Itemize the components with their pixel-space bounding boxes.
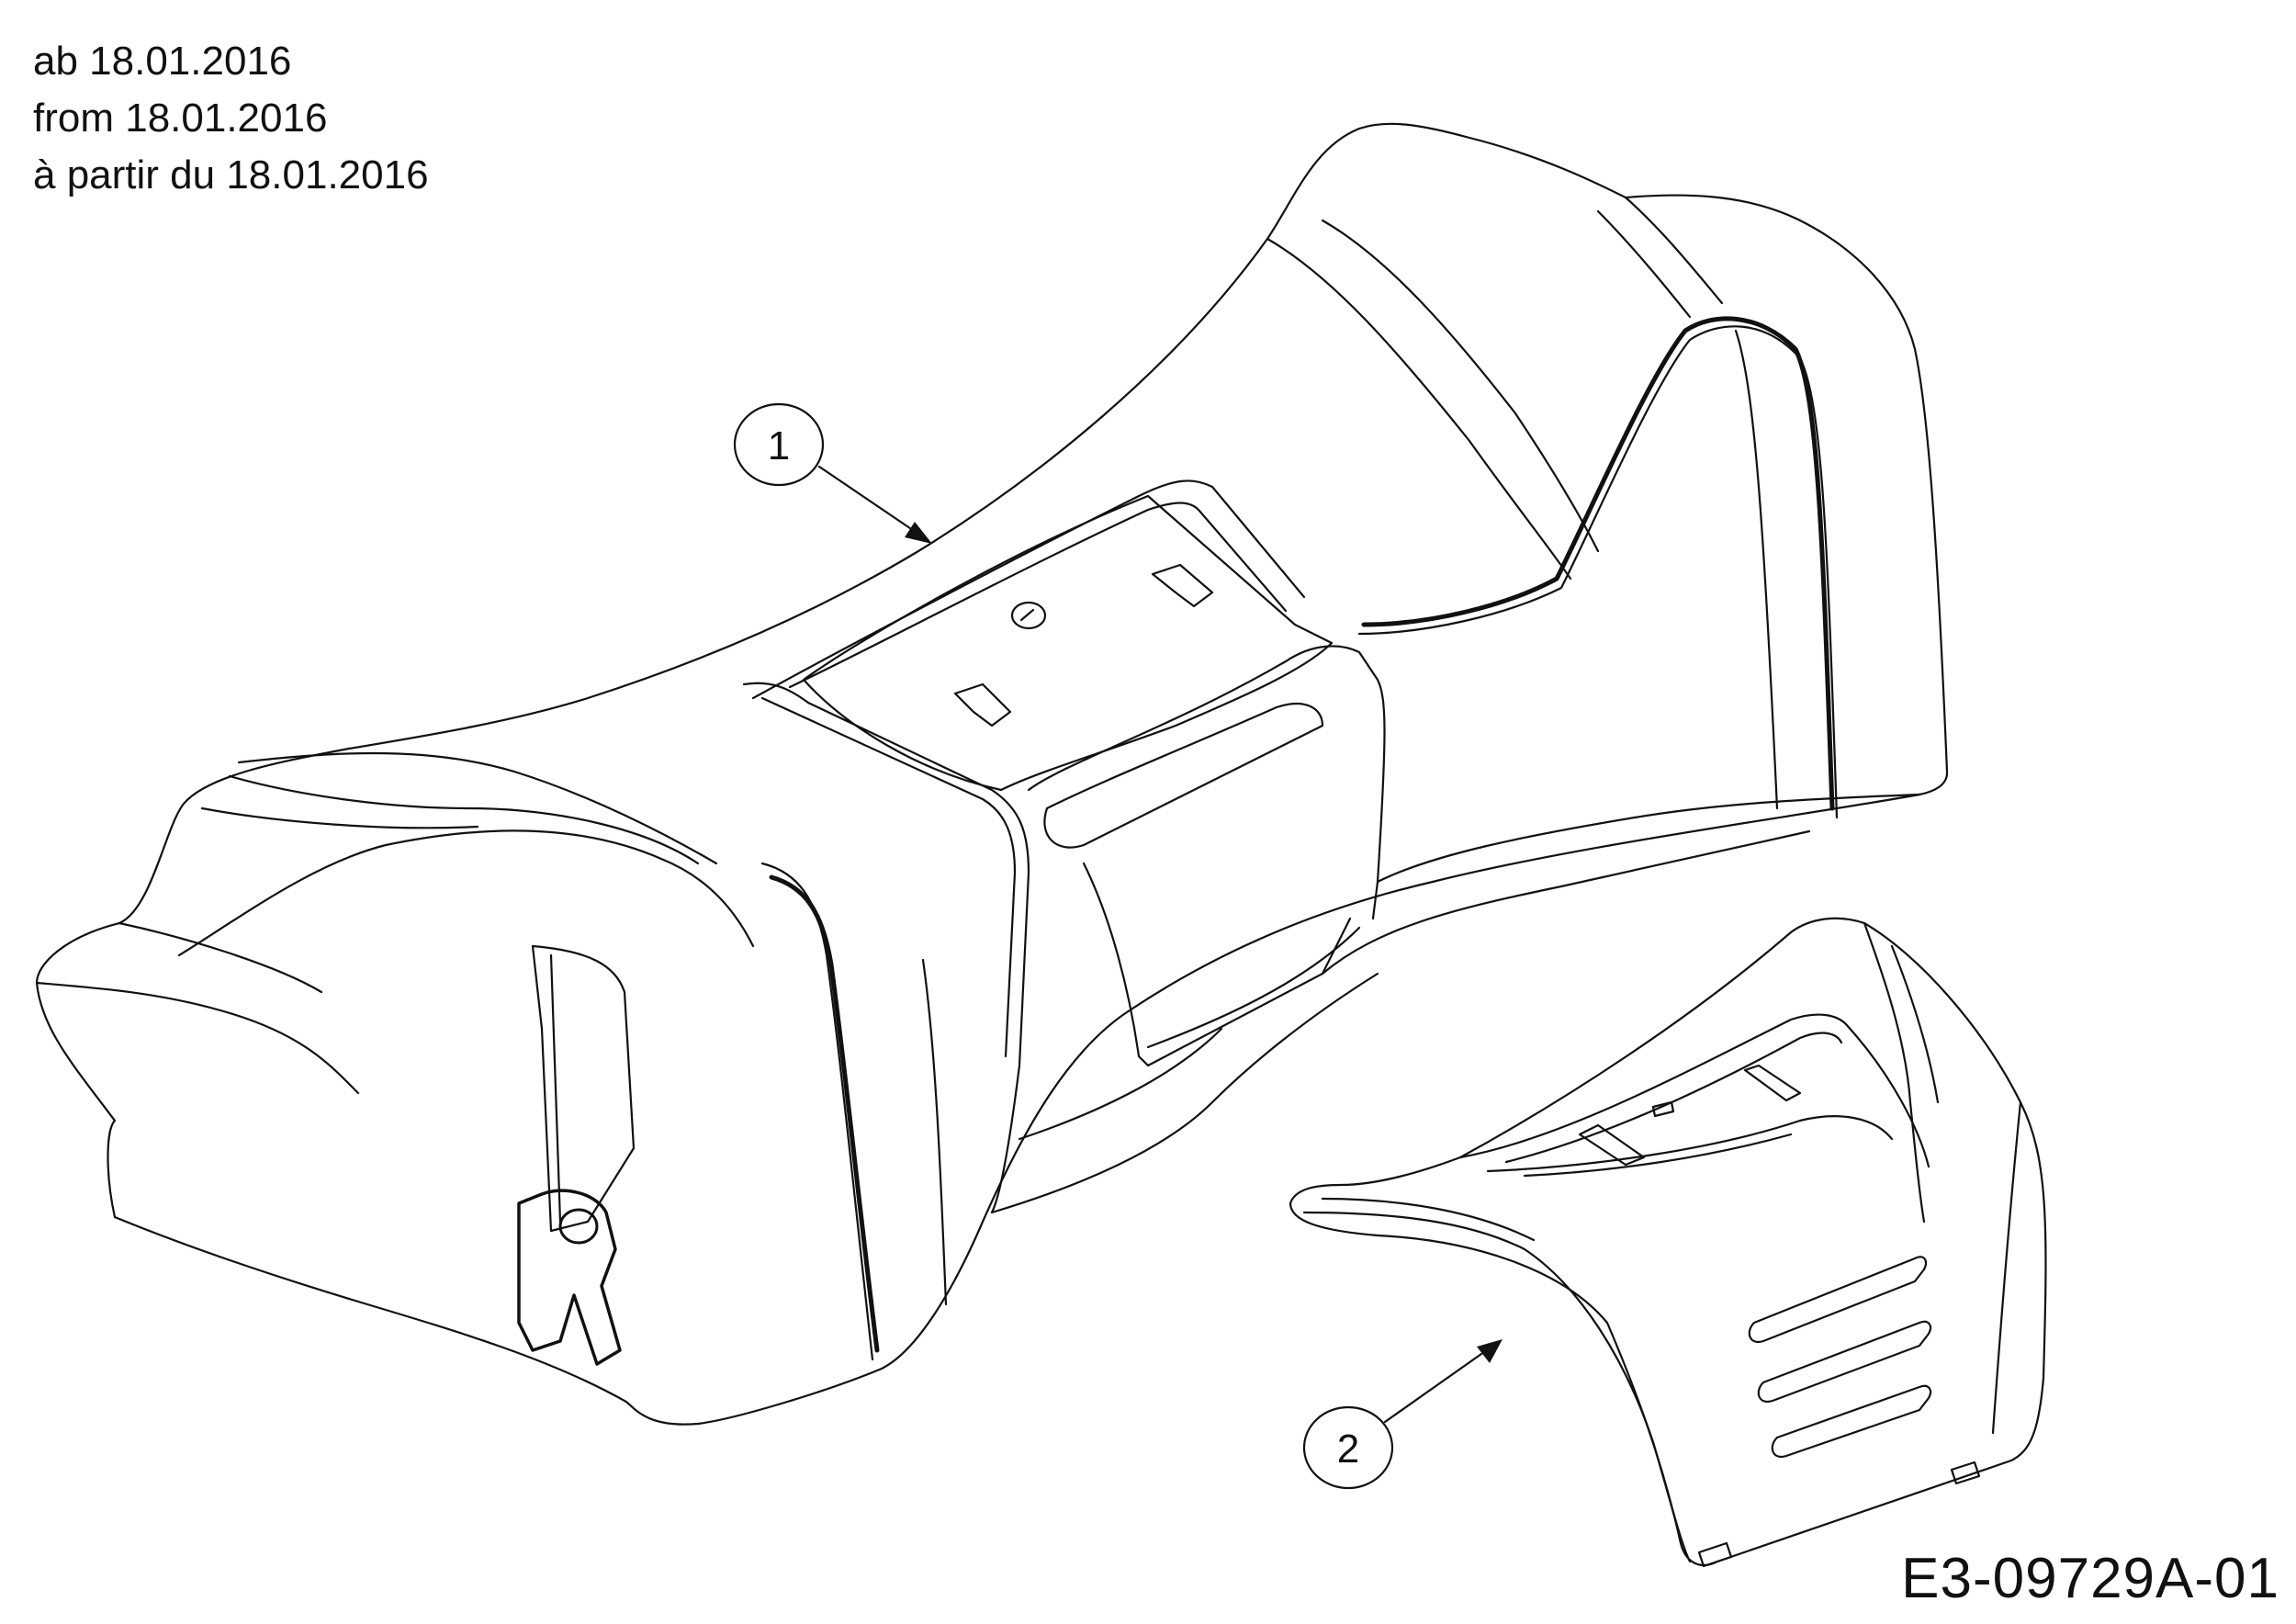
console-seat-recess-inner xyxy=(790,503,1286,688)
top-slot-right xyxy=(1153,565,1212,606)
cover-top-opening-inner xyxy=(1506,1033,1841,1162)
top-round-socket xyxy=(1012,603,1045,628)
front-block-handle xyxy=(1044,704,1322,848)
console-rim xyxy=(744,683,1029,1212)
right-fender-ridge-outer xyxy=(1359,326,1837,818)
vent-slot-1 xyxy=(1750,1257,1926,1342)
front-block-lower xyxy=(1084,863,1350,1066)
right-lower-skirt-2 xyxy=(1322,831,1809,974)
callout-1-arrowhead xyxy=(905,522,932,544)
left-band-outer xyxy=(762,863,872,1359)
left-fender-top xyxy=(119,923,321,992)
part-2-cover-drawing: 2 xyxy=(1290,919,2045,1566)
cover-rim xyxy=(1304,1212,1690,1562)
validity-note-fr: à partir du 18.01.2016 xyxy=(33,152,429,197)
left-fender-ridge-1 xyxy=(230,776,698,863)
front-block-outline xyxy=(1029,646,1385,919)
cover-rim-2 xyxy=(1322,1199,1534,1240)
left-panel-seam xyxy=(551,955,560,1222)
left-band-inner xyxy=(771,877,877,1350)
drawing-code: E3-09729A-01 xyxy=(1901,1547,2279,1610)
validity-note-en: from 18.01.2016 xyxy=(33,96,328,141)
cover-recess-inner xyxy=(1525,1134,1791,1176)
left-fender-lip xyxy=(37,983,358,1093)
latch-clip xyxy=(519,1190,620,1364)
console-rim-inner xyxy=(762,698,1015,1056)
right-fender-top-edge-2 xyxy=(1322,220,1598,551)
console-seat-recess xyxy=(753,480,1304,698)
left-band-edge xyxy=(923,960,946,1304)
left-panel xyxy=(533,946,634,1231)
callout-1-label: 1 xyxy=(768,423,790,468)
cover-side-face xyxy=(1993,1102,2020,1433)
cover-clip-left xyxy=(1699,1543,1731,1566)
latch-hole xyxy=(560,1210,597,1243)
validity-note-de: ab 18.01.2016 xyxy=(33,39,292,84)
cover-outline xyxy=(1290,919,2045,1565)
vent-slot-2 xyxy=(1759,1322,1930,1402)
part-1-hood-drawing: 1 xyxy=(37,124,1947,1425)
left-fender-ridge-3 xyxy=(239,753,716,863)
right-fender-back-2 xyxy=(1598,211,1690,317)
cover-top-opening xyxy=(1460,1015,1929,1167)
cover-clip-right xyxy=(1952,1462,1979,1483)
top-slot-left xyxy=(955,684,1010,726)
callout-2-leader xyxy=(1385,1343,1497,1422)
front-block-lower-inner xyxy=(1148,928,1359,1047)
callout-1-leader xyxy=(819,467,928,540)
callout-1: 1 xyxy=(735,404,932,544)
cover-recess xyxy=(1488,1116,1892,1171)
console-top-panel xyxy=(804,496,1332,790)
left-fender-arch xyxy=(179,830,753,955)
callout-1-circle xyxy=(735,404,823,485)
top-round-socket-mark xyxy=(1021,610,1033,620)
callout-2-label: 2 xyxy=(1337,1427,1359,1472)
cover-slot-left xyxy=(1580,1125,1644,1165)
right-fender-side xyxy=(1736,331,1777,808)
left-fender-ridge-2 xyxy=(202,808,478,828)
callout-2: 2 xyxy=(1304,1339,1503,1488)
cover-slot-right xyxy=(1745,1066,1800,1100)
right-fender-top-edge xyxy=(1267,239,1570,579)
callout-2-circle xyxy=(1304,1407,1392,1488)
front-apron-line-1 xyxy=(992,974,1378,1212)
cover-tab-top xyxy=(1653,1102,1673,1116)
cover-side-band-outer xyxy=(1864,923,1924,1222)
vent-slot-3 xyxy=(1773,1386,1930,1457)
cover-side-band-inner xyxy=(1892,946,1938,1102)
front-apron-line-2 xyxy=(1019,1029,1221,1139)
callout-2-arrowhead xyxy=(1477,1339,1503,1363)
hood-outline xyxy=(37,124,1947,1425)
right-fender-ridge-inner xyxy=(1364,319,1832,808)
right-lower-skirt xyxy=(1378,795,1919,882)
right-fender-back xyxy=(1626,197,1722,303)
